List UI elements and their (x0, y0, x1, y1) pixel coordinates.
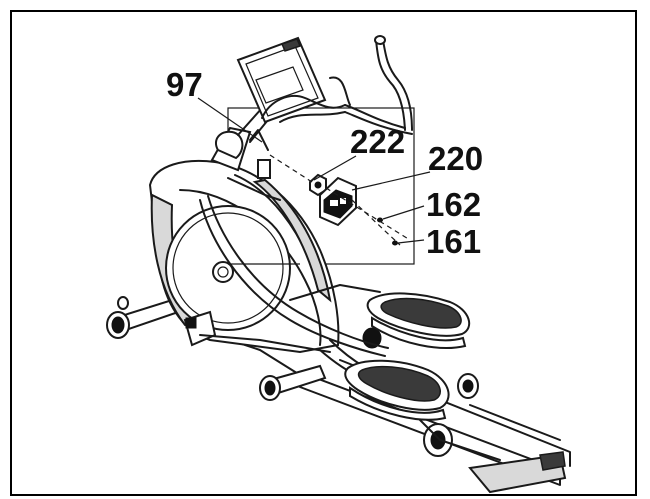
callout-222: 222 (350, 123, 405, 160)
crank-linkage (183, 310, 382, 353)
leader-161 (397, 239, 425, 244)
hardware-162-161 (377, 217, 398, 246)
leader-220 (351, 171, 431, 191)
leader-lines (197, 97, 431, 265)
leader-222 (313, 155, 357, 181)
console-mast (210, 107, 281, 201)
callout-97: 97 (166, 66, 203, 103)
explode-lines (269, 154, 411, 246)
console (236, 36, 327, 124)
pedal-left (344, 359, 450, 421)
leader-97 (197, 97, 263, 143)
pedal-right (366, 292, 471, 349)
diagram-frame (10, 10, 637, 496)
rear-stabilizer (259, 364, 327, 401)
callout-161: 161 (426, 223, 481, 260)
callout-162: 162 (426, 186, 481, 223)
rear-rollers (419, 373, 501, 461)
leader-162 (382, 205, 425, 220)
handlebars (261, 35, 413, 135)
callout-220: 220 (428, 140, 483, 177)
flywheel-disc (165, 205, 291, 331)
